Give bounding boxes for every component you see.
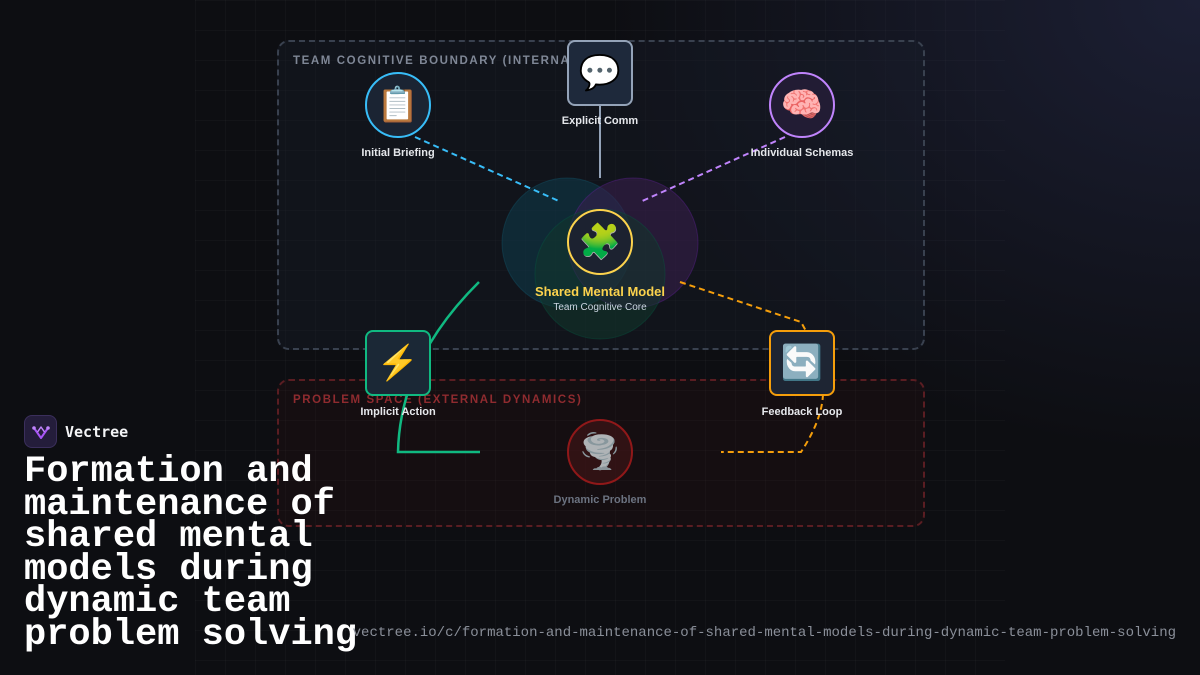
explicit-comm-node[interactable]: 💬 [567, 40, 633, 106]
brand-name: Vectree [65, 422, 129, 441]
feedback-loop-node[interactable]: 🔄 [769, 330, 835, 396]
external-zone-label: PROBLEM SPACE (EXTERNAL DYNAMICS) [293, 394, 583, 406]
feedback-loop-label: Feedback Loop [761, 406, 843, 418]
link-feedback-loop [679, 281, 824, 453]
internal-zone-label: TEAM COGNITIVE BOUNDARY (INTERNAL) [293, 55, 585, 67]
individual-schemas-node[interactable]: 🧠 [769, 72, 835, 138]
background-glow [600, 0, 1200, 460]
implicit-action-node[interactable]: ⚡ [365, 330, 431, 396]
initial-briefing-node[interactable]: 📋 [365, 72, 431, 138]
initial-briefing-label: Initial Briefing [361, 147, 435, 159]
implicit-action-label: Implicit Action [360, 406, 436, 418]
individual-schemas-label: Individual Schemas [750, 147, 854, 159]
dynamic-problem-label: Dynamic Problem [553, 494, 647, 506]
tornado-icon: 🌪️ [578, 433, 622, 471]
puzzle-piece-icon: 🧩 [578, 223, 622, 261]
cycle-arrows-icon: 🔄 [780, 344, 824, 382]
link-briefing-core [414, 136, 562, 203]
brain-icon: 🧠 [780, 86, 824, 124]
vectree-logo-icon [24, 415, 57, 448]
clipboard-icon: 📋 [376, 86, 420, 124]
lightning-icon: ⚡ [376, 344, 420, 382]
source-url[interactable]: vectree.io/c/formation-and-maintenance-o… [352, 625, 1176, 641]
dynamic-problem-node[interactable]: 🌪️ [567, 419, 633, 485]
explicit-comm-label: Explicit Comm [561, 115, 639, 127]
speech-bubble-icon: 💬 [578, 54, 622, 92]
shared-mental-model-node[interactable]: 🧩 [567, 209, 633, 275]
page-title: Formation and maintenance of shared ment… [24, 451, 358, 656]
brand: Vectree [24, 415, 128, 448]
team-cognitive-core-sublabel: Team Cognitive Core [553, 302, 647, 313]
shared-mental-model-label: Shared Mental Model [534, 284, 666, 299]
link-schemas-core [639, 136, 786, 203]
